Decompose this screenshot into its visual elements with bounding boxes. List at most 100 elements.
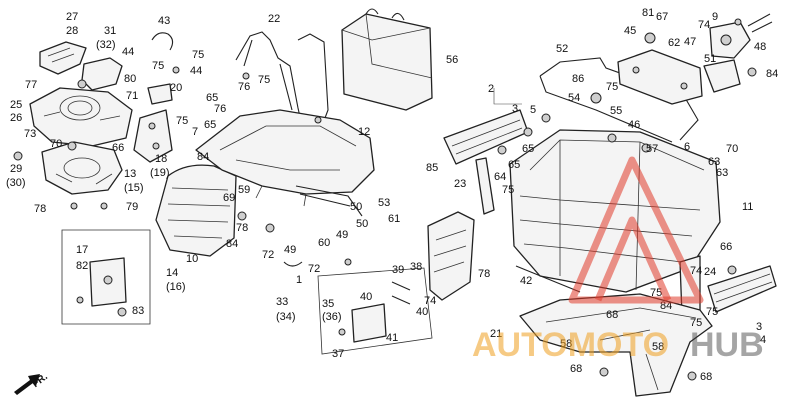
part-number-label: 75 xyxy=(176,115,188,127)
carrier-frame-part xyxy=(519,293,713,397)
part-number-label: 68 xyxy=(606,309,618,321)
part-number-label: 49 xyxy=(336,229,348,241)
part-number-label: 75 xyxy=(606,81,618,93)
part-number-label: 44 xyxy=(122,46,134,58)
lid-seal-part xyxy=(539,57,699,143)
watermark: AUTOMOTO HUB xyxy=(472,156,764,364)
part-number-label: 39 xyxy=(392,264,404,276)
latch-part xyxy=(703,59,741,93)
part-number-label: 40 xyxy=(360,291,372,303)
storage-bag-part xyxy=(341,8,433,111)
part-number-label: 10 xyxy=(186,253,198,265)
part-number-label: 7 xyxy=(192,126,198,138)
part-number-label: 75 xyxy=(192,49,204,61)
part-number-label: 84 xyxy=(226,238,238,250)
part-number-label: 78 xyxy=(236,222,248,234)
part-number-label: 74 xyxy=(690,265,702,277)
part-number-label: 75 xyxy=(706,306,718,318)
part-number-label: 75 xyxy=(690,317,702,329)
rod-part xyxy=(515,265,581,293)
part-number-label: 12 xyxy=(358,126,370,138)
part-number-label: 76 xyxy=(214,103,226,115)
part-number-label: 63 xyxy=(708,156,720,168)
part-number-label: 5 xyxy=(530,104,536,116)
part-number-label: 63 xyxy=(716,167,728,179)
part-number-label: 75 xyxy=(152,60,164,72)
side-reflector-part xyxy=(427,211,475,301)
part-number-label: 52 xyxy=(556,43,568,55)
part-number-label: 40 xyxy=(416,306,428,318)
part-number-label: 44 xyxy=(190,65,202,77)
part-number-label: 76 xyxy=(238,81,250,93)
part-number-label: 22 xyxy=(268,13,280,25)
part-number-label: 59 xyxy=(238,184,250,196)
part-number-label: 73 xyxy=(24,128,36,140)
part-number-label: 53 xyxy=(378,197,390,209)
part-number-label: 70 xyxy=(50,138,62,150)
part-number-label: 46 xyxy=(628,119,640,131)
part-number-label: 75 xyxy=(650,287,662,299)
part-number-label: 33 xyxy=(276,296,288,308)
part-number-label: 70 xyxy=(726,143,738,155)
part-number-label: 54 xyxy=(568,92,580,104)
trunk-box-part xyxy=(509,129,721,293)
part-number-label: 80 xyxy=(124,73,136,85)
part-number-label: 65 xyxy=(206,92,218,104)
part-number-label: 84 xyxy=(197,151,209,163)
part-number-label: 43 xyxy=(158,15,170,27)
part-number-label: 72 xyxy=(262,249,274,261)
seat-cowl-part xyxy=(195,109,375,207)
bracket-part xyxy=(133,109,173,163)
part-number-label: 84 xyxy=(766,68,778,80)
part-number-label: 66 xyxy=(112,142,124,154)
part-number-label: 60 xyxy=(318,237,330,249)
part-number-label: (16) xyxy=(166,281,186,293)
part-number-label: 81 xyxy=(642,7,654,19)
part-number-label: 75 xyxy=(258,74,270,86)
part-number-label: 31 xyxy=(104,25,116,37)
part-number-label: 48 xyxy=(754,41,766,53)
lock-cylinder-part xyxy=(709,13,773,59)
part-number-label: 41 xyxy=(386,332,398,344)
part-number-label: 47 xyxy=(684,36,696,48)
part-number-label: 72 xyxy=(308,263,320,275)
fastener-set xyxy=(13,18,757,381)
part-number-label: 3 xyxy=(512,103,518,115)
part-number-label: 1 xyxy=(296,274,302,286)
upper-cover-part xyxy=(39,41,87,75)
part-number-label: 18 xyxy=(155,153,167,165)
part-number-label: 71 xyxy=(126,90,138,102)
part-number-label: 50 xyxy=(350,201,362,213)
meter-housing-part xyxy=(29,87,133,147)
part-number-label: 66 xyxy=(720,241,732,253)
rear-shell-part xyxy=(155,164,237,257)
watermark-text-right: HUB xyxy=(690,326,764,364)
part-number-label: 56 xyxy=(446,54,458,66)
part-number-label: 55 xyxy=(610,105,622,117)
part-number-label: 37 xyxy=(332,348,344,360)
grab-rail-part xyxy=(235,31,329,127)
part-number-label: 51 xyxy=(704,53,716,65)
watermark-text-left: AUTOMOTO xyxy=(472,326,669,364)
part-number-label: 38 xyxy=(410,261,422,273)
part-number-label: 74 xyxy=(424,295,436,307)
hinge-plate-part xyxy=(617,49,703,105)
part-number-label: 24 xyxy=(704,266,716,278)
part-number-label: (34) xyxy=(276,311,296,323)
part-number-label: 14 xyxy=(166,267,178,279)
direction-label: FR. xyxy=(30,371,50,390)
part-number-label: 9 xyxy=(712,11,718,23)
part-number-label: 13 xyxy=(124,168,136,180)
switch-box-outline xyxy=(61,229,151,325)
mount-part xyxy=(147,32,174,105)
part-number-label: (36) xyxy=(322,311,342,323)
part-number-label: 49 xyxy=(284,244,296,256)
watermark-logo-icon xyxy=(568,156,704,304)
part-number-label: 61 xyxy=(388,213,400,225)
part-number-label: 58 xyxy=(560,338,572,350)
part-number-label: 82 xyxy=(76,260,88,272)
part-number-label: 45 xyxy=(624,25,636,37)
